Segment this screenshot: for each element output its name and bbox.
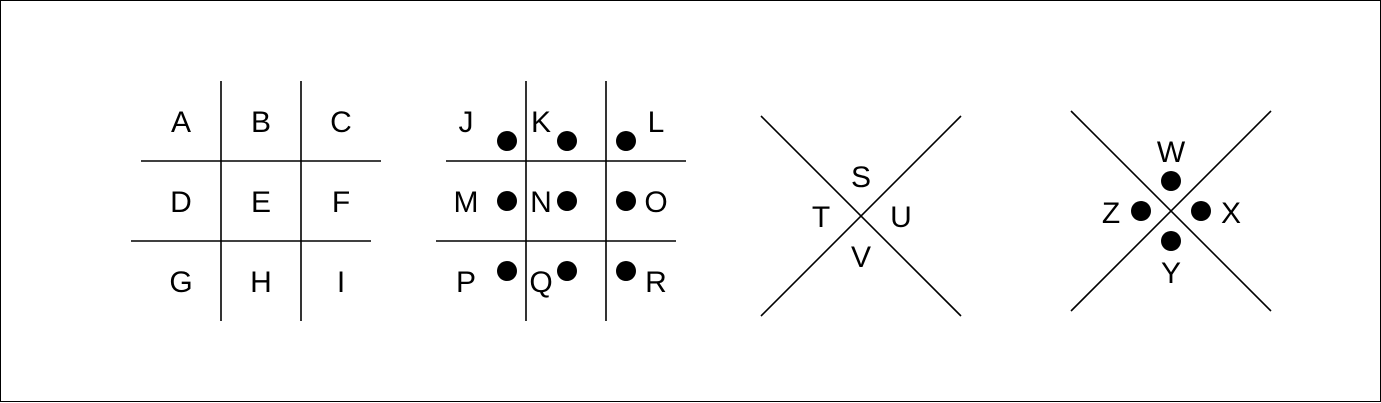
- letter-n: N: [530, 186, 552, 219]
- dot-l: [616, 131, 636, 151]
- plain-x: S T U V: [760, 115, 962, 317]
- dot-o: [616, 191, 636, 211]
- letter-z: Z: [1102, 197, 1120, 230]
- letter-s: S: [851, 161, 871, 194]
- letter-a: A: [171, 106, 191, 139]
- letter-j: J: [459, 106, 474, 139]
- letter-q: Q: [529, 266, 552, 299]
- letter-t: T: [812, 201, 830, 234]
- letter-u: U: [890, 201, 912, 234]
- letter-r: R: [645, 266, 667, 299]
- letter-o: O: [644, 186, 667, 219]
- letter-g: G: [169, 266, 192, 299]
- dot-n: [557, 191, 577, 211]
- letter-e: E: [251, 186, 271, 219]
- dot-j: [497, 131, 517, 151]
- dotted-x-diagonal-2: [1070, 110, 1272, 312]
- letter-p: P: [456, 266, 476, 299]
- dot-m: [497, 191, 517, 211]
- letter-l: L: [648, 106, 665, 139]
- dot-p: [497, 261, 517, 281]
- letter-w: W: [1157, 136, 1186, 169]
- letter-x: X: [1221, 197, 1241, 230]
- letter-i: I: [337, 266, 345, 299]
- dot-r: [616, 261, 636, 281]
- dot-w: [1161, 171, 1181, 191]
- letter-b: B: [251, 106, 271, 139]
- dot-q: [557, 261, 577, 281]
- letter-h: H: [250, 266, 272, 299]
- letter-f: F: [332, 186, 350, 219]
- letter-d: D: [170, 186, 192, 219]
- dot-z: [1131, 201, 1151, 221]
- letter-c: C: [330, 106, 352, 139]
- letter-v: V: [851, 241, 871, 274]
- dot-y: [1161, 231, 1181, 251]
- dotted-x: W Z X Y: [1070, 110, 1272, 312]
- plain-grid: A B C D E F G H I: [131, 81, 381, 321]
- letter-k: K: [531, 106, 551, 139]
- letter-y: Y: [1161, 257, 1181, 290]
- dotted-grid: J K L M N O P Q R: [436, 81, 686, 321]
- dot-k: [557, 131, 577, 151]
- plain-x-diagonal-2: [760, 115, 962, 317]
- dot-x: [1191, 201, 1211, 221]
- letter-m: M: [454, 186, 479, 219]
